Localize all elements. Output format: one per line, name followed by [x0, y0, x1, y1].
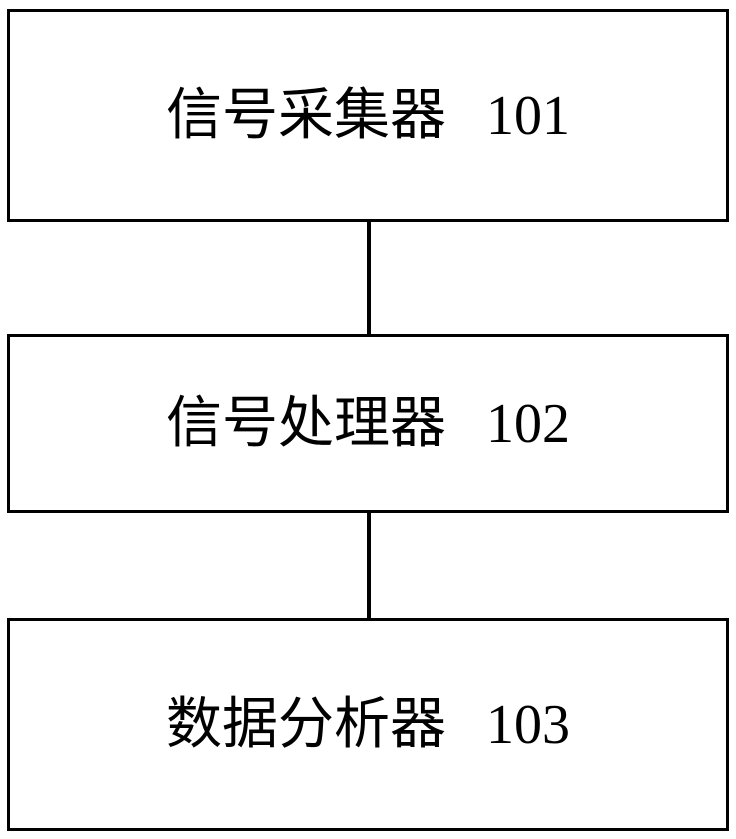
block-label: 数据分析器 — [166, 693, 446, 756]
block-signal-processor-text: 信号处理器 102 — [166, 396, 570, 452]
block-data-analyzer: 数据分析器 103 — [7, 618, 729, 831]
block-label: 信号处理器 — [166, 392, 446, 455]
connector-line-1 — [367, 222, 371, 334]
block-data-analyzer-text: 数据分析器 103 — [166, 697, 570, 753]
block-reference-number: 101 — [486, 84, 570, 147]
block-signal-collector: 信号采集器 101 — [7, 9, 729, 222]
block-reference-number: 103 — [486, 693, 570, 756]
block-signal-collector-text: 信号采集器 101 — [166, 88, 570, 144]
block-signal-processor: 信号处理器 102 — [7, 334, 729, 513]
connector-line-2 — [367, 513, 371, 618]
block-reference-number: 102 — [486, 392, 570, 455]
block-label: 信号采集器 — [166, 84, 446, 147]
